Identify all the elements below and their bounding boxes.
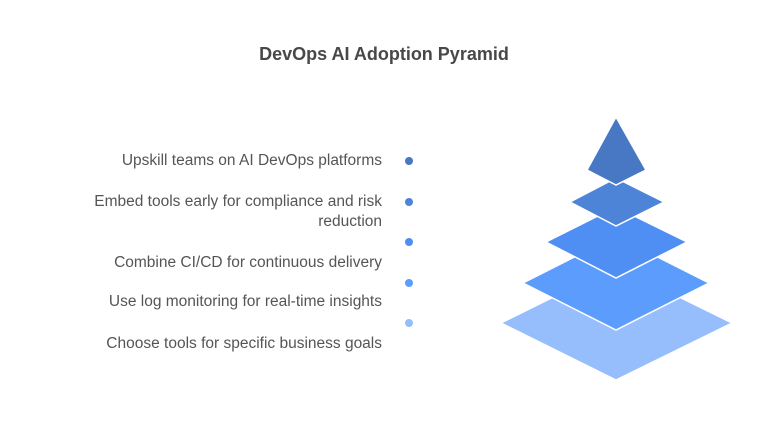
level-5-label: Choose tools for specific business goals [106, 335, 382, 352]
level-3-label: Combine CI/CD for continuous delivery [114, 254, 382, 271]
level-1-dot [405, 157, 413, 165]
level-4-dot [405, 279, 413, 287]
level-4-label: Use log monitoring for real-time insight… [108, 293, 382, 310]
level-1-label: Upskill teams on AI DevOps platforms [121, 152, 382, 169]
pyramid-level-3 [544, 206, 689, 279]
level-2-dot [405, 198, 413, 206]
pyramid-level-2 [568, 177, 666, 227]
level-5-dot [405, 319, 413, 327]
diagram-title: DevOps AI Adoption Pyramid [259, 44, 509, 64]
pyramid-level-1 [585, 115, 648, 186]
level-2-label: Embed tools early for compliance and ris… [94, 193, 382, 230]
level-3-dot [405, 238, 413, 246]
pyramid-level-4 [521, 235, 711, 331]
